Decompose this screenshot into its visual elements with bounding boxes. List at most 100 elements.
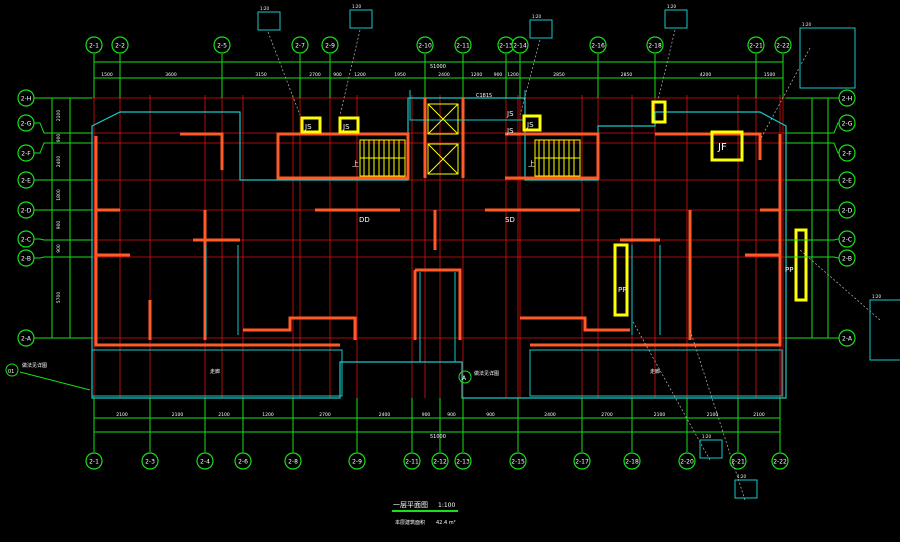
detail-tag-label: 1:20 xyxy=(702,434,711,439)
axis-bottom-bubble xyxy=(85,452,103,470)
drawing-title: 一层平面图 xyxy=(393,501,428,509)
shaft-label: JS xyxy=(342,123,350,131)
balcony-left xyxy=(91,349,343,397)
dimension-text: 2100 xyxy=(56,110,62,122)
dimension-text: 2100 xyxy=(707,412,719,418)
dd-label: DD xyxy=(359,216,370,224)
axis-top-bubble xyxy=(747,36,765,54)
shaft-label: JS xyxy=(304,123,312,131)
axis-top-label: 2-21 xyxy=(749,43,763,50)
axis-top-label: 2-5 xyxy=(217,43,227,50)
dimension-text: 2400 xyxy=(56,156,62,168)
corridor-label: 走廊 xyxy=(210,368,220,375)
overall-dimension: 51000 xyxy=(430,64,446,70)
axis-right-label: 2-A xyxy=(842,336,853,343)
axis-left-label: 2-B xyxy=(21,256,31,263)
dimension-text: 1950 xyxy=(394,72,406,78)
axis-left-label: 2-A xyxy=(21,336,32,343)
detail-tag-box xyxy=(257,11,281,31)
axis-top-bubble xyxy=(589,36,607,54)
detail-leader xyxy=(519,39,541,116)
balcony-right xyxy=(529,349,783,397)
axis-bottom-label: 2-11 xyxy=(405,459,419,466)
dimension-text: 1200 xyxy=(262,412,274,418)
axis-bottom-bubble xyxy=(196,452,214,470)
dimension-text: 1200 xyxy=(507,72,519,78)
pp-label: PP xyxy=(785,266,793,274)
detail-leader xyxy=(759,47,811,141)
axis-top-label: 2-10 xyxy=(418,43,432,50)
axis-bottom-bubble xyxy=(284,452,302,470)
axis-left-label: 2-G xyxy=(21,121,32,128)
axis-right-bubble xyxy=(838,249,856,267)
shaft-label: JS xyxy=(506,110,514,118)
axis-top-bubble xyxy=(213,36,231,54)
dimension-text: 900 xyxy=(56,134,62,143)
elevator-shafts xyxy=(427,103,459,175)
axis-bottom-bubble xyxy=(454,452,472,470)
axis-left-label: 2-H xyxy=(21,96,32,103)
jf-label: JF xyxy=(717,142,727,153)
axis-top-bubble xyxy=(111,36,129,54)
axis-left-bubble xyxy=(17,230,35,248)
dimension-text: 2400 xyxy=(544,412,556,418)
exterior-walls xyxy=(94,98,782,347)
axis-left-bubble xyxy=(17,114,35,132)
detail-tag-label: 1:20 xyxy=(352,4,361,9)
detail-tag-box xyxy=(799,27,856,89)
detail-leader xyxy=(689,329,746,501)
dimension-text: 900 xyxy=(56,244,62,253)
dimension-text: 900 xyxy=(333,72,342,78)
callout-bubble xyxy=(458,370,472,384)
axis-bottom-bubble xyxy=(348,452,366,470)
axis-left-label: 2-E xyxy=(21,178,31,185)
axis-top-bubble xyxy=(511,36,529,54)
dimension-text: 1200 xyxy=(354,72,366,78)
axis-bottom-label: 2-22 xyxy=(773,459,787,466)
axis-right-bubble xyxy=(838,171,856,189)
shaft-label: JS xyxy=(506,127,514,135)
axis-right-bubble xyxy=(838,114,856,132)
axis-right-label: 2-B xyxy=(842,256,852,263)
axis-right-bubble xyxy=(838,230,856,248)
detail-tag-label: 1:20 xyxy=(260,6,269,11)
dimension-text: 900 xyxy=(486,412,495,418)
callout-leader xyxy=(19,371,91,391)
dimension-text: 900 xyxy=(56,221,62,230)
axis-line xyxy=(34,256,92,259)
detail-leader xyxy=(339,29,361,116)
axis-right-bubble xyxy=(838,329,856,347)
axis-top-label: 2-13 xyxy=(499,43,513,50)
axis-top-bubble xyxy=(774,36,792,54)
detail-tag-box xyxy=(734,479,758,499)
axis-bottom-label: 2-17 xyxy=(575,459,589,466)
axis-bottom-bubble xyxy=(403,452,421,470)
detail-tag-label: 1:20 xyxy=(802,22,811,27)
dimension-text: 3150 xyxy=(255,72,267,78)
area-note: 本层建筑面积 xyxy=(395,519,425,526)
axis-bottom-bubble xyxy=(771,452,789,470)
detail-leader xyxy=(657,29,676,101)
axis-left-bubble xyxy=(17,89,35,107)
axis-top-label: 2-22 xyxy=(776,43,790,50)
dimension-text: 2700 xyxy=(309,72,321,78)
red-gridlines xyxy=(60,95,820,398)
axis-left-label: 2-F xyxy=(21,151,31,158)
building-walls xyxy=(91,90,808,399)
detail-tag-box xyxy=(664,9,688,29)
interior-cyan-walls xyxy=(205,90,661,362)
axis-right-label: 2-E xyxy=(842,178,852,185)
axis-top-bubble xyxy=(454,36,472,54)
corridor-label: 走廊 xyxy=(650,368,660,375)
axis-right-bubble xyxy=(838,89,856,107)
detail-tag-label: 1:20 xyxy=(667,4,676,9)
axis-bottom-label: 2-21 xyxy=(731,459,745,466)
detail-tag-label: 1:20 xyxy=(872,294,881,299)
axis-right-bubble xyxy=(838,201,856,219)
dimension-text: 2700 xyxy=(319,412,331,418)
axis-top-bubble xyxy=(416,36,434,54)
axis-left-bubble xyxy=(17,329,35,347)
drawing-scale: 1:100 xyxy=(438,502,455,509)
